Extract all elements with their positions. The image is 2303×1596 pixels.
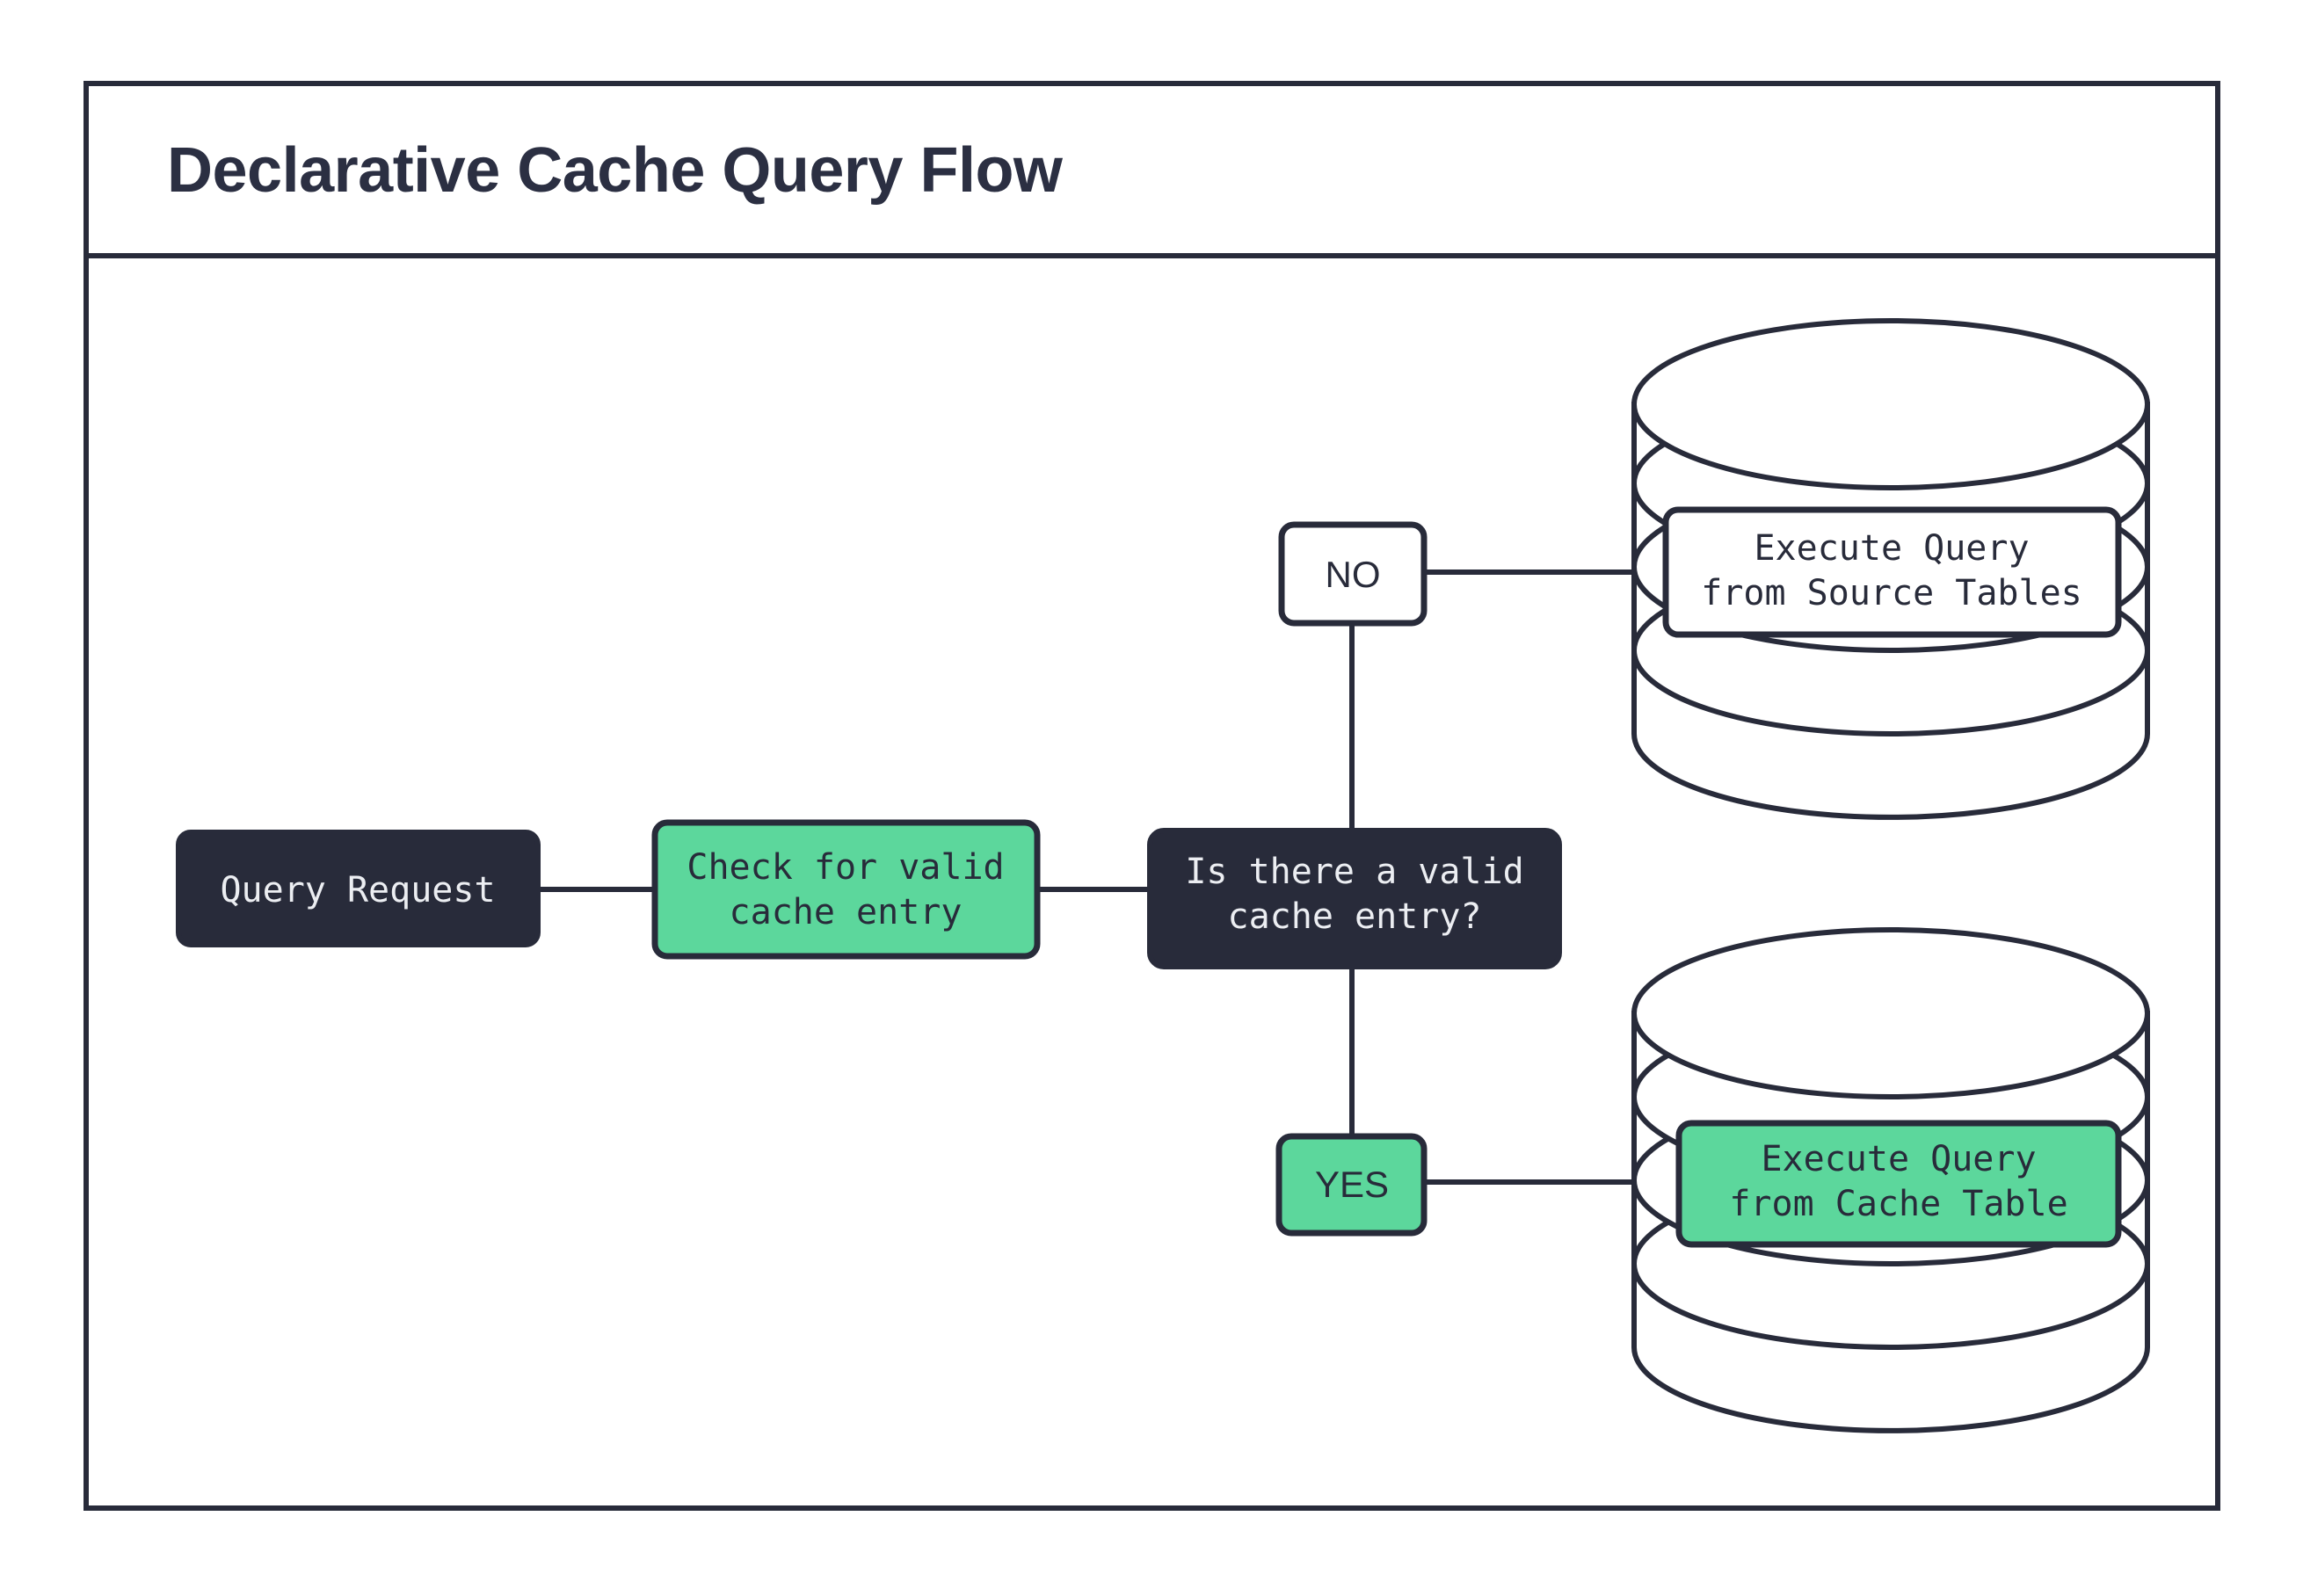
cache-db-top-disc xyxy=(1631,927,2150,1099)
node-execute-query-cache[interactable]: Execute Query from Cache Table xyxy=(1675,1120,2122,1248)
check-cache-line2: cache entry xyxy=(730,892,963,932)
node-decision-valid-cache[interactable]: Is there a valid cache entry? xyxy=(1147,828,1562,969)
cache-label-line1: Execute Query xyxy=(1761,1139,2036,1179)
cache-label-box[interactable] xyxy=(1675,1120,2122,1248)
connectors xyxy=(538,569,1634,1185)
yes-label-text: YES xyxy=(1315,1164,1389,1205)
branch-label-yes[interactable]: YES xyxy=(1275,1133,1428,1237)
frame-border xyxy=(84,81,2220,1511)
query-request-label: Query Request xyxy=(220,870,495,910)
no-label-box[interactable] xyxy=(1278,521,1428,627)
decision-box[interactable] xyxy=(1147,828,1562,969)
page-title: Declarative Cache Query Flow xyxy=(167,135,1064,206)
node-query-request[interactable]: Query Request xyxy=(176,830,541,947)
node-execute-query-source[interactable]: Execute Query from Source Tables xyxy=(1662,506,2122,638)
yes-label-box[interactable] xyxy=(1275,1133,1428,1237)
decision-line1: Is there a valid xyxy=(1185,852,1523,892)
check-cache-box[interactable] xyxy=(651,819,1041,960)
node-check-cache-entry[interactable]: Check for valid cache entry xyxy=(651,819,1041,960)
branch-label-no[interactable]: NO xyxy=(1278,521,1428,627)
check-cache-line1: Check for valid xyxy=(687,847,1004,888)
diagram-frame xyxy=(84,81,2220,1511)
source-label-box[interactable] xyxy=(1662,506,2122,638)
source-db-top-disc xyxy=(1631,318,2150,490)
decision-line2: cache entry? xyxy=(1228,896,1482,937)
no-label-text: NO xyxy=(1326,554,1381,595)
source-label-line2: from Source Tables xyxy=(1701,573,2081,613)
query-request-box[interactable] xyxy=(176,830,541,947)
cache-label-line2: from Cache Table xyxy=(1729,1184,2067,1224)
source-label-line1: Execute Query xyxy=(1754,528,2029,569)
